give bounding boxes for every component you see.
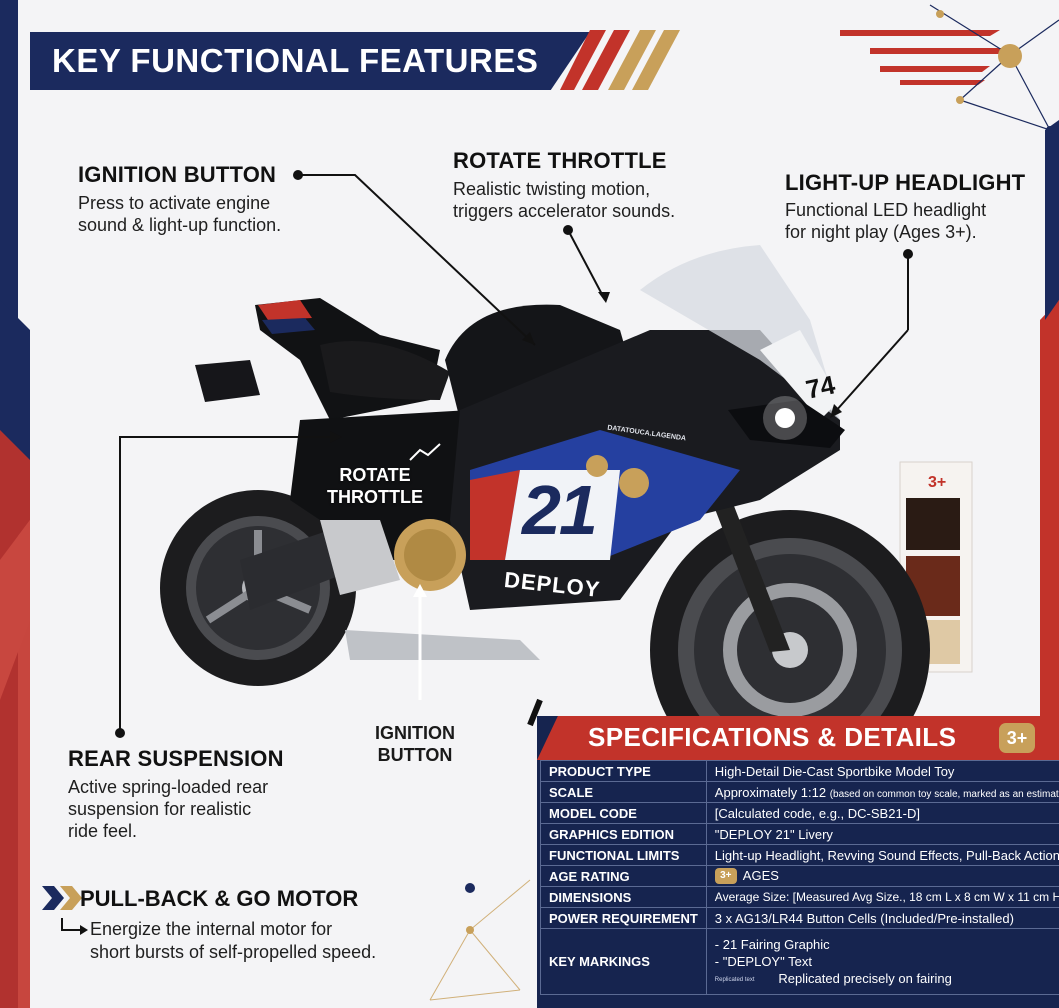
spec-key: GRAPHICS EDITION xyxy=(540,823,707,845)
spec-key: MODEL CODE xyxy=(540,802,707,824)
ignition-title: IGNITION BUTTON xyxy=(78,162,277,187)
return-arrow-icon xyxy=(61,918,88,935)
double-chevron-icon xyxy=(42,886,82,910)
callout-lines xyxy=(119,174,909,733)
spec-value: Approximately 1:12 (based on common toy … xyxy=(705,781,1059,803)
spec-key: PRODUCT TYPE xyxy=(540,760,707,782)
header-stripes xyxy=(560,30,680,90)
spec-row: POWER REQUIREMENT 3 x AG13/LR44 Button C… xyxy=(540,907,1059,929)
spec-key: AGE RATING xyxy=(540,865,707,887)
ignition-image-label: IGNITION BUTTON xyxy=(375,723,455,765)
spec-title: SPECIFICATIONS & DETAILS xyxy=(588,722,957,752)
throttle-title: ROTATE THROTTLE xyxy=(453,148,667,173)
ignition-desc: Press to activate engine sound & light-u… xyxy=(78,193,282,235)
spec-value: High-Detail Die-Cast Sportbike Model Toy xyxy=(705,760,1059,782)
spec-row: AGE RATING 3+AGES xyxy=(540,865,1059,887)
pullback-desc: Energize the internal motor for short bu… xyxy=(90,919,377,962)
spec-row: PRODUCT TYPE High-Detail Die-Cast Sportb… xyxy=(540,760,1059,782)
pullback-title: PULL-BACK & GO MOTOR xyxy=(80,886,359,911)
spec-value: "DEPLOY 21" Livery xyxy=(705,823,1059,845)
fairing-emblem-large xyxy=(619,468,649,498)
product-box xyxy=(899,461,973,673)
spec-row: DIMENSIONS Average Size: [Measured Avg S… xyxy=(540,886,1059,908)
spec-key: POWER REQUIREMENT xyxy=(540,907,707,929)
speed-lines xyxy=(840,30,1010,85)
suspension-title: REAR SUSPENSION xyxy=(68,746,284,771)
spec-key: DIMENSIONS xyxy=(540,886,707,908)
spec-key: KEY MARKINGS xyxy=(540,928,707,995)
left-chevron-red xyxy=(0,430,30,1008)
spec-value: 3+AGES xyxy=(705,865,1059,887)
spec-row: KEY MARKINGS - 21 Fairing Graphic - "DEP… xyxy=(540,928,1059,995)
spec-row: SCALE Approximately 1:12 (based on commo… xyxy=(540,781,1059,803)
age-mini-badge: 3+ xyxy=(714,868,737,885)
headlight-desc: Functional LED headlight for night play … xyxy=(785,200,987,242)
spec-key: SCALE xyxy=(540,781,707,803)
front-fork xyxy=(700,470,790,652)
spec-row: MODEL CODE [Calculated code, e.g., DC-SB… xyxy=(540,802,1059,824)
spec-header xyxy=(537,716,1059,760)
spec-table: PRODUCT TYPE High-Detail Die-Cast Sportb… xyxy=(540,760,1059,995)
spec-note: (based on common toy scale, marked as an… xyxy=(829,788,1059,800)
box-age-label: 3+ xyxy=(928,474,947,491)
spec-key: FUNCTIONAL LIMITS xyxy=(540,844,707,866)
spec-row: GRAPHICS EDITION "DEPLOY 21" Livery xyxy=(540,823,1059,845)
fairing-emblem xyxy=(586,455,608,477)
suspension-desc: Active spring-loaded rear suspension for… xyxy=(68,777,269,841)
age-badge: 3+ xyxy=(999,723,1035,753)
fairing-number: 21 xyxy=(522,471,598,549)
right-border-navy xyxy=(1045,120,1059,320)
windscreen-number: 74 xyxy=(803,369,838,405)
tiny-marking-text: Replicated text xyxy=(714,976,755,983)
network-node xyxy=(998,44,1022,68)
spec-value: - 21 Fairing Graphic - "DEPLOY" Text Rep… xyxy=(705,928,1059,995)
spec-value: Light-up Headlight, Revving Sound Effect… xyxy=(705,844,1059,866)
right-border-red xyxy=(1040,300,1059,720)
headlight-title: LIGHT-UP HEADLIGHT xyxy=(785,170,1026,195)
motorcycle-body xyxy=(195,245,845,727)
header-banner xyxy=(30,32,590,90)
spec-value: 3 x AG13/LR44 Button Cells (Included/Pre… xyxy=(705,907,1059,929)
spec-row: FUNCTIONAL LIMITS Light-up Headlight, Re… xyxy=(540,844,1059,866)
throttle-desc: Realistic twisting motion, triggers acce… xyxy=(453,179,676,221)
throttle-pointer xyxy=(409,443,441,461)
page-title: KEY FUNCTIONAL FEATURES xyxy=(52,42,539,79)
gold-network xyxy=(429,879,531,1001)
throttle-image-label: ROTATE THROTTLE xyxy=(327,465,423,507)
spec-value: Average Size: [Measured Avg Size., 18 cm… xyxy=(705,886,1059,908)
spec-value: [Calculated code, e.g., DC-SB21-D] xyxy=(705,802,1059,824)
